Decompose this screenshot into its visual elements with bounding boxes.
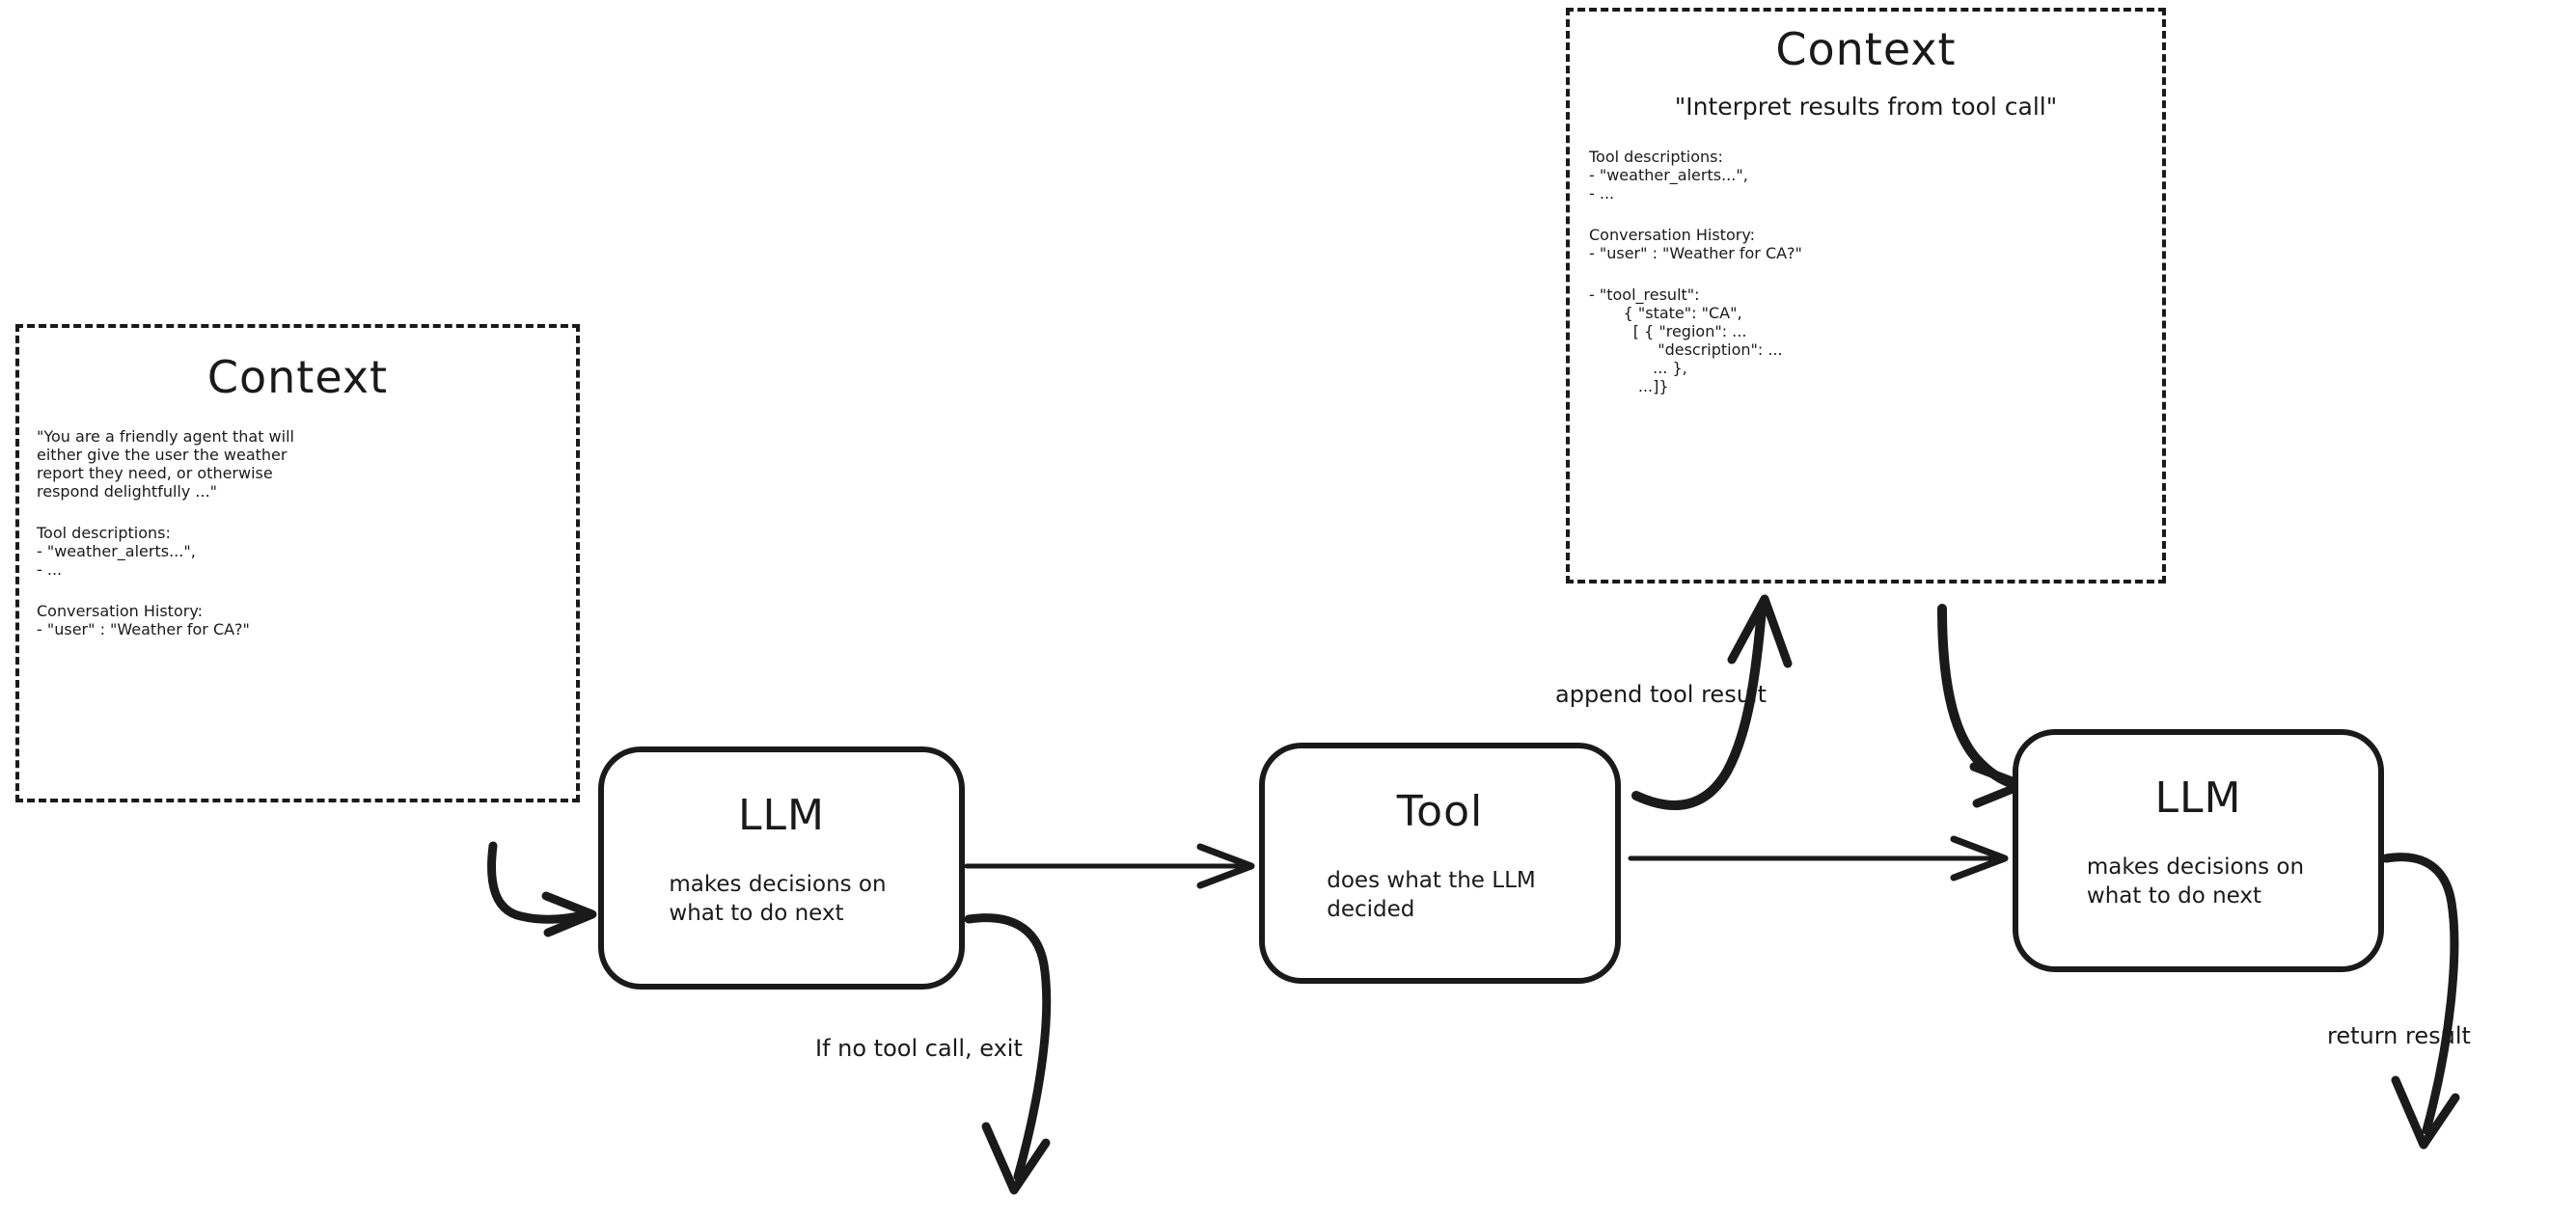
context-left-conversation-history: Conversation History: - "user" : "Weathe… — [37, 601, 250, 638]
node-tool[interactable]: Tool does what the LLM decided — [1259, 743, 1621, 984]
context-right-body: Tool descriptions: - "weather_alerts..."… — [1589, 148, 2149, 395]
context-left-system-prompt: "You are a friendly agent that will eith… — [37, 426, 294, 501]
context-box-initial: Context "You are a friendly agent that w… — [15, 324, 580, 802]
edge-label-append-tool-result: append tool result — [1555, 681, 1767, 708]
node-tool-subtitle: does what the LLM decided — [1327, 868, 1536, 923]
edge-label-return-result: return result — [2327, 1022, 2471, 1049]
context-left-title: Context — [206, 351, 389, 403]
node-tool-title: Tool — [1396, 787, 1484, 836]
context-right-conversation-history: Conversation History: - "user" : "Weathe… — [1589, 226, 1802, 263]
context-right-tool-descriptions: Tool descriptions: - "weather_alerts..."… — [1589, 148, 1748, 204]
arrow-context-to-llm2 — [1937, 604, 2027, 808]
arrow-return-result — [2381, 853, 2460, 1150]
node-llm-first-subtitle: makes decisions on what to do next — [669, 872, 887, 927]
edge-label-if-no-tool-call-exit: If no tool call, exit — [815, 1035, 1023, 1062]
node-llm-first-title: LLM — [738, 791, 825, 840]
node-llm-second[interactable]: LLM makes decisions on what to do next — [2013, 729, 2384, 972]
context-right-tool-result: - "tool_result": { "state": "CA", [ { "r… — [1589, 285, 1783, 396]
node-llm-second-title: LLM — [2154, 773, 2242, 823]
context-left-tool-descriptions: Tool descriptions: - "weather_alerts..."… — [37, 523, 196, 579]
context-left-body: "You are a friendly agent that will eith… — [37, 427, 558, 638]
arrow-context-to-llm1 — [487, 841, 597, 937]
context-right-subtitle: "Interpret results from tool call" — [1674, 92, 2058, 121]
context-box-after-tool: Context "Interpret results from tool cal… — [1566, 8, 2166, 583]
context-right-title: Context — [1775, 23, 1957, 75]
arrow-tool-to-llm2 — [1628, 835, 2009, 882]
node-llm-second-subtitle: makes decisions on what to do next — [2086, 855, 2305, 909]
node-llm-first[interactable]: LLM makes decisions on what to do next — [598, 746, 965, 990]
arrow-llm1-to-tool — [964, 843, 1255, 889]
